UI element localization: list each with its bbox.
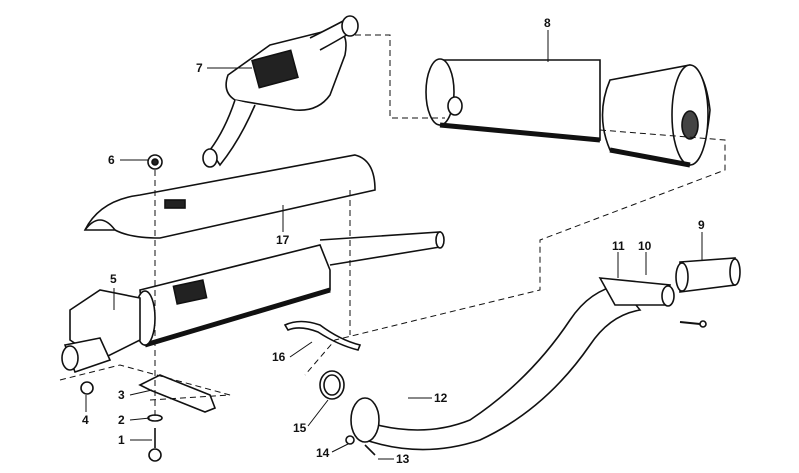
label-part-5: 5 bbox=[110, 272, 117, 286]
label-part-1: 1 bbox=[118, 433, 125, 447]
label-part-14: 14 bbox=[316, 446, 330, 460]
label-part-3: 3 bbox=[118, 388, 125, 402]
parts-12-15-flange bbox=[319, 370, 380, 456]
label-part-17: 17 bbox=[276, 233, 290, 247]
label-part-15: 15 bbox=[293, 421, 307, 435]
label-part-4: 4 bbox=[82, 413, 89, 427]
label-part-13: 13 bbox=[396, 452, 410, 466]
label-part-16: 16 bbox=[272, 350, 286, 364]
part-5-center-silencer bbox=[61, 231, 445, 374]
part-10-rear-pipe bbox=[359, 257, 741, 451]
label-part-9: 9 bbox=[698, 218, 705, 232]
label-part-2: 2 bbox=[118, 413, 125, 427]
label-part-7: 7 bbox=[196, 61, 203, 75]
part-7-front-silencer bbox=[202, 15, 359, 168]
label-part-12: 12 bbox=[434, 391, 448, 405]
assembly-lines bbox=[59, 34, 726, 418]
label-part-8: 8 bbox=[544, 16, 551, 30]
label-part-11: 11 bbox=[612, 239, 625, 253]
label-part-10: 10 bbox=[638, 239, 652, 253]
label-part-6: 6 bbox=[108, 153, 115, 167]
leader-lines bbox=[85, 30, 703, 460]
part-16-strap bbox=[283, 320, 362, 351]
part-17-heat-shield bbox=[83, 154, 376, 239]
part-8-rear-silencer bbox=[425, 58, 711, 168]
